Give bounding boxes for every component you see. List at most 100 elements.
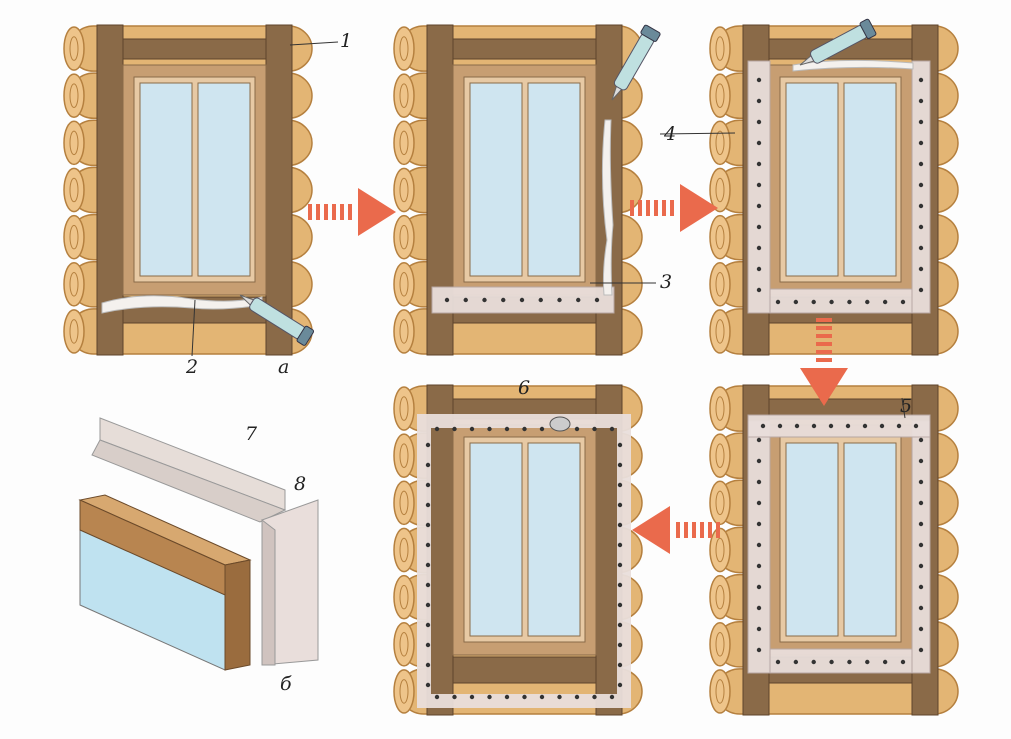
log-end [393, 386, 415, 431]
nail-dot [756, 626, 762, 632]
log-end [709, 386, 731, 431]
detail-tape-fold [261, 518, 276, 666]
log-ring [399, 224, 409, 250]
arrow-dash [684, 522, 688, 538]
arrow-dash [654, 200, 658, 216]
glass-left [469, 442, 523, 637]
nail-dot [538, 297, 543, 303]
nail-dot [793, 299, 799, 305]
sill-tape [769, 288, 913, 314]
tape-roll-icon [549, 416, 571, 432]
log-ring [69, 130, 79, 156]
nail-dot [918, 161, 924, 167]
arrow-dash [816, 326, 832, 330]
nail-dot [811, 423, 817, 429]
arrow-dash [324, 204, 328, 220]
top-header [452, 38, 597, 60]
nail-dot [425, 562, 431, 568]
log-end [63, 120, 85, 166]
nail-dot [918, 224, 924, 230]
log-end [393, 26, 415, 71]
log-end [393, 480, 415, 526]
nail-dot [918, 287, 924, 293]
nail-dot [756, 287, 762, 293]
nail-dot [847, 659, 852, 665]
nail-dot [425, 542, 431, 548]
log-ring [399, 177, 409, 203]
nail-dot [918, 626, 924, 632]
label-4: 4 [663, 123, 676, 145]
nail-dot [617, 442, 623, 448]
log-end [709, 309, 731, 354]
nail-dot [896, 423, 902, 429]
sill-tape [769, 648, 913, 674]
gun-cap [296, 325, 315, 346]
log-ring [715, 224, 725, 250]
glass-right [843, 442, 897, 637]
log-ring [69, 177, 79, 203]
arrow-head [632, 506, 670, 554]
label-1: 1 [340, 30, 352, 52]
log-ring [399, 319, 409, 344]
arrow-dash [816, 358, 832, 362]
label-2: 2 [185, 356, 198, 378]
arrow-dash [630, 200, 634, 216]
nail-dot [918, 245, 924, 251]
log-ring [399, 36, 409, 61]
glass-left [469, 82, 523, 277]
log-ring [399, 490, 409, 516]
sealant-gun [239, 294, 315, 346]
arrow-dash [348, 204, 352, 220]
log-end [393, 433, 415, 479]
log-end [393, 669, 415, 714]
nail-dot [425, 662, 431, 668]
nail-dot [617, 502, 623, 508]
log-ring [399, 396, 409, 421]
log-end [63, 26, 85, 71]
nail-dot [918, 500, 924, 506]
nail-dot [829, 299, 834, 305]
glass-left [785, 82, 839, 277]
nail-dot [756, 437, 762, 443]
log-end [393, 73, 415, 119]
glass-right [527, 82, 581, 277]
nail-dot [918, 98, 924, 104]
log-ring [399, 584, 409, 610]
nail-dot [557, 297, 562, 303]
nail-dot [539, 426, 545, 432]
panel-step-a [63, 24, 313, 356]
nail-dot [522, 426, 527, 432]
log-ring [715, 679, 725, 704]
nail-dot [539, 694, 545, 700]
sealant-gun [611, 24, 661, 101]
nail-dot [777, 423, 783, 429]
nail-dot [918, 563, 924, 569]
nail-dot [574, 694, 580, 700]
arrow-dash [816, 318, 832, 322]
arrow-dash [692, 522, 696, 538]
nail-dot [775, 299, 781, 305]
log-ring [715, 396, 725, 421]
log-ring [715, 130, 725, 156]
log-ring [399, 679, 409, 704]
nail-dot [504, 426, 510, 432]
glass-right [197, 82, 251, 277]
nail-dot [504, 694, 510, 700]
log-end [709, 574, 731, 620]
arrow-dash [716, 522, 720, 538]
gun-cap [640, 24, 661, 42]
nail-dot [617, 482, 623, 488]
nail-dot [617, 582, 623, 588]
log-end [393, 214, 415, 260]
nail-dot [425, 622, 431, 628]
nail-dot [829, 659, 834, 665]
log-ring [399, 537, 409, 563]
nail-dot [756, 77, 762, 83]
log-ring [69, 224, 79, 250]
sealant-bead [601, 119, 614, 296]
nail-dot [918, 458, 924, 464]
nail-dot [425, 602, 431, 608]
log-ring [69, 36, 79, 61]
log-ring [715, 490, 725, 516]
